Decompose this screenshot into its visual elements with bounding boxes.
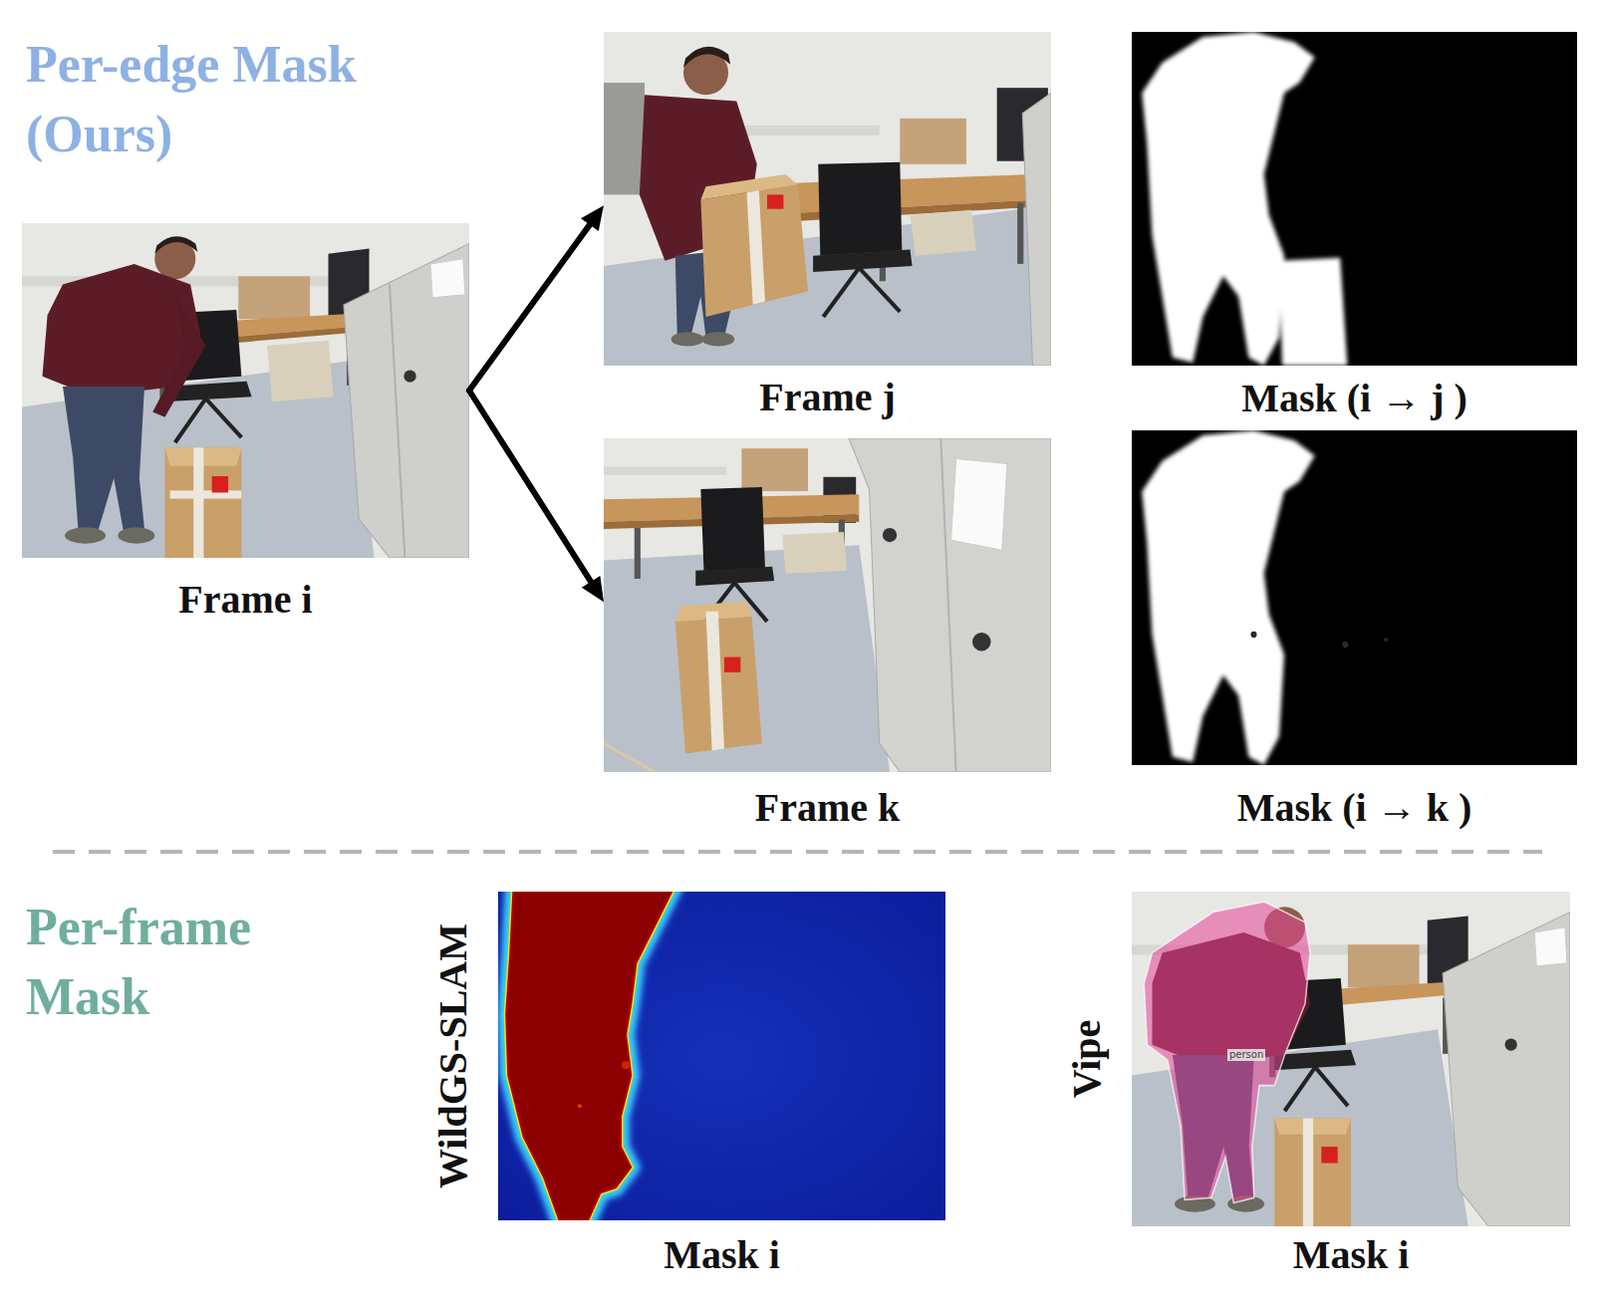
frame-j-panel: Frame j — [603, 31, 1052, 421]
frame-j-photo — [603, 31, 1052, 366]
arrow-connector — [469, 390, 604, 602]
frame-k-photo — [603, 438, 1052, 773]
mask-i-k — [1131, 430, 1578, 766]
mask-i-j — [1131, 31, 1578, 366]
section-heading: Per-frame Mask — [25, 892, 325, 1033]
panel-caption: Frame i — [21, 576, 470, 623]
frame-i-panel: Frame i — [21, 223, 470, 623]
method-name: Vipe — [1064, 1020, 1110, 1099]
vipe-panel: VipeMask i — [1042, 891, 1571, 1279]
section-heading: Per-edge Mask (Ours) — [25, 29, 445, 170]
method-name: WildGS-SLAM — [430, 923, 477, 1189]
mask-panel: Mask (i → j ) — [1131, 31, 1578, 422]
wildgs-heatmap — [498, 891, 946, 1221]
vipe-segmentation — [1131, 891, 1571, 1227]
panel-caption: Frame k — [603, 785, 1052, 831]
frame-i-photo — [21, 223, 470, 558]
panel-caption: Mask i — [498, 1232, 946, 1279]
arrow-connector — [469, 205, 604, 391]
panel-caption: Frame j — [603, 374, 1052, 421]
mask-panel: Mask (i → k ) — [1131, 430, 1578, 831]
panel-caption: Mask (i → j ) — [1131, 375, 1578, 422]
wildgs-panel: WildGS-SLAM Mask i — [408, 891, 946, 1279]
frame-k-panel: Frame k — [603, 438, 1052, 831]
panel-caption: Mask (i → k ) — [1131, 785, 1578, 831]
class-tag: person — [1227, 1049, 1266, 1062]
panel-caption: Mask i — [1131, 1232, 1571, 1279]
